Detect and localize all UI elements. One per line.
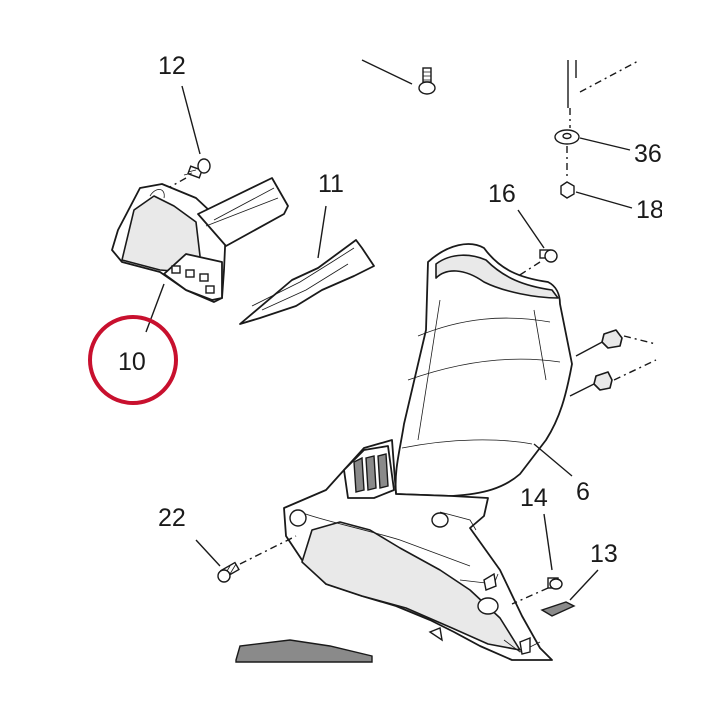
highlight-circle [88,315,178,405]
label-36: 36 [634,140,662,168]
bottom-dark-piece [235,639,373,663]
label-12: 12 [158,52,186,80]
label-22: 22 [158,504,186,532]
strip-part-11 [239,205,375,325]
label-11: 11 [318,170,344,198]
clip-right-lower [569,359,657,397]
top-left-leader-fragment [361,59,413,85]
screw-part-22 [195,535,297,583]
label-18: 18 [636,196,664,224]
nut-part-18 [560,146,633,209]
screw-part-14 [511,513,563,605]
top-right-frame-fragment [567,59,641,128]
label-14: 14 [520,484,548,512]
bracket-part-10 [111,177,289,303]
label-13: 13 [590,540,618,568]
screw-part-16 [511,209,558,281]
panel-part-6 [394,243,573,497]
screw-top-center [418,67,436,95]
label-16: 16 [488,180,516,208]
washer-part-36 [554,129,631,151]
clip-right-upper [575,329,657,357]
leader-10 [145,283,165,333]
label-6: 6 [576,478,590,506]
clip-part-13 [540,569,599,617]
screw-part-12 [153,85,211,197]
label-10: 10 [118,348,146,376]
lower-housing-assembly [283,439,553,661]
right-crop-mask [662,120,720,240]
